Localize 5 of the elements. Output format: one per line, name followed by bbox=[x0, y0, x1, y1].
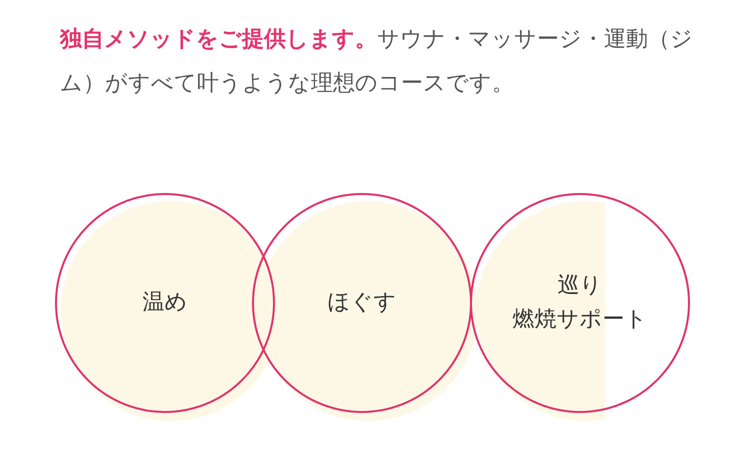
intro-paragraph: 独自メソッドをご提供します。サウナ・マッサージ・運動（ジム）がすべて叶うような理想のコースです。 bbox=[60, 26, 694, 98]
node-label: 巡り bbox=[558, 272, 602, 300]
node-label: 燃焼サポート bbox=[512, 306, 648, 334]
node-label: ほぐす bbox=[328, 289, 396, 317]
node-label: 温め bbox=[142, 289, 188, 317]
